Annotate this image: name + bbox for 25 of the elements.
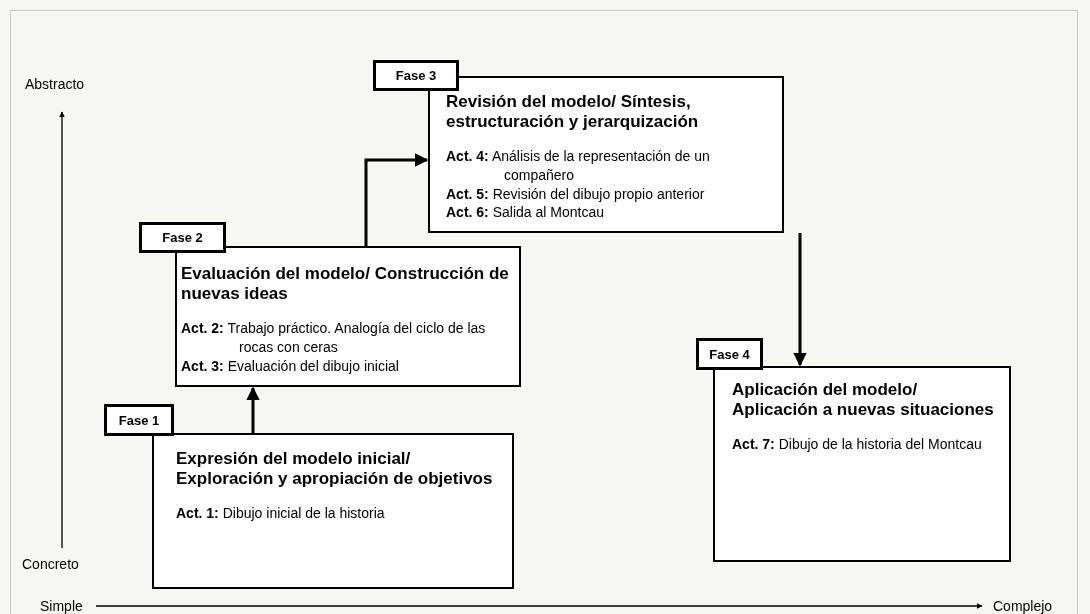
phase-heading: Evaluación del modelo/ Construcción de nuevas ideas	[181, 264, 509, 305]
phase-box	[175, 246, 521, 387]
activity-text: Act. 6: Salida al Montcau	[446, 203, 605, 223]
axis-label: Abstracto	[25, 76, 85, 92]
activity-text: Act. 3: Evaluación del dibujo inicial	[181, 356, 400, 376]
axis-label: Simple	[40, 598, 83, 614]
axis-label: Complejo	[993, 598, 1053, 614]
arrow	[364, 153, 429, 246]
phase-heading: Aplicación del modelo/ Aplicación a nuevas situaciones	[732, 380, 995, 421]
phase-box	[713, 366, 1011, 562]
phase-tag: Fase 2	[139, 222, 226, 253]
activity-text: Act. 7: Dibujo de la historia del Montcau	[732, 434, 983, 454]
phase-box	[152, 433, 514, 589]
activity-text: Act. 1: Dibujo inicial de la historia	[176, 503, 386, 523]
phase-tag: Fase 1	[104, 404, 174, 436]
activity-text: Act. 4: Análisis de la representación de un compañero	[446, 146, 711, 185]
phase-heading: Expresión del modelo inicial/ Exploración y apropiación de objetivos	[176, 449, 494, 490]
axis-label: Concreto	[22, 556, 79, 572]
activity-text: Act. 5: Revisión del dibujo propio anterior	[446, 184, 706, 204]
activity-text: Act. 2: Trabajo práctico. Analogía del ciclo de las rocas con ceras	[181, 318, 487, 357]
arrow	[246, 386, 260, 433]
phase-heading: Revisión del modelo/ Síntesis, estructuración y jerarquización	[446, 92, 700, 133]
phase-tag: Fase 4	[696, 338, 763, 370]
phase-tag: Fase 3	[373, 60, 459, 91]
arrow	[793, 233, 807, 367]
